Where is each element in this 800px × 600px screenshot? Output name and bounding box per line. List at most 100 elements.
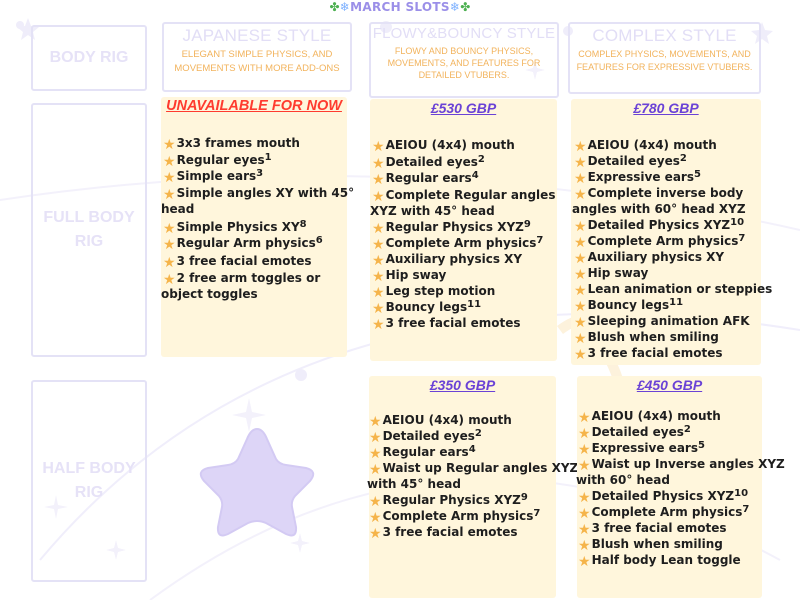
star-icon: ★ (372, 285, 385, 301)
star-icon: ★ (372, 301, 385, 317)
star-icon: ★ (372, 237, 385, 253)
feature-item: ★Detailed eyes2 (369, 428, 482, 446)
star-icon: ★ (372, 139, 385, 155)
feature-text: Detailed Physics XYZ (591, 489, 735, 503)
footnote-number: 11 (467, 299, 482, 310)
feature-item: ★Expressive ears5 (574, 169, 701, 187)
star-icon: ★ (574, 267, 587, 283)
star-icon: ★ (369, 526, 382, 542)
feature-item: ★Complete Arm physics7 (372, 235, 543, 253)
star-icon: ★ (578, 522, 591, 538)
star-icon: ★ (369, 510, 382, 526)
footnote-number: 6 (315, 235, 323, 246)
star-icon: ★ (163, 255, 176, 271)
star-icon: ★ (574, 331, 587, 347)
star-icon: ★ (578, 410, 591, 426)
feature-text: Lean animation or steppies (587, 282, 773, 296)
feature-text: Complete Arm physics (591, 505, 743, 519)
feature-text: Bouncy legs (587, 298, 670, 312)
style-title: COMPLEX STYLE (592, 26, 737, 45)
star-icon: ★ (163, 187, 176, 203)
feature-item: ★Simple Physics XY8 (163, 219, 307, 237)
style-description: ELEGANT SIMPLE PHYSICS, AND MOVEMENTS WI… (170, 48, 344, 76)
feature-item: ★Detailed eyes2 (574, 153, 687, 171)
star-icon: ★ (163, 237, 176, 253)
package-full-body-complex: £780 GBP ★AEIOU (4x4) mouth★Detailed eye… (571, 99, 772, 365)
feature-text: Waist up Regular angles XYZ (382, 461, 579, 475)
footnote-number: 7 (533, 508, 541, 519)
feature-text: 3 free facial emotes (176, 254, 312, 268)
row-label-body-rig: BODY RIG (31, 25, 147, 91)
feature-item: ★Expressive ears5 (578, 440, 705, 458)
feature-text: Simple angles XY with 45° (176, 186, 355, 200)
feature-text: 3 free facial emotes (385, 316, 521, 330)
price-label: UNAVAILABLE FOR NOW (166, 98, 342, 114)
feature-text: Detailed eyes (382, 429, 475, 443)
star-icon: ★ (372, 189, 385, 205)
star-icon: ★ (163, 137, 176, 153)
style-header-complex: COMPLEX STYLE COMPLEX PHYSICS, MOVEMENTS… (568, 22, 761, 94)
style-description-line: DETAILED VTUBERS. (418, 70, 510, 81)
footnote-number: 5 (697, 440, 705, 451)
feature-item: ★Blush when smiling (574, 329, 719, 347)
style-title: JAPANESE STYLE (182, 26, 332, 45)
star-icon: ★ (372, 221, 385, 237)
footnote-number: 3 (256, 168, 264, 179)
style-description-line: MOVEMENTS, AND FEATURES FOR (387, 58, 541, 69)
star-icon: ★ (369, 462, 382, 478)
footnote-number: 7 (742, 504, 750, 515)
price-label: £530 GBP (430, 100, 497, 116)
star-icon: ★ (574, 315, 587, 331)
star-icon: ★ (369, 430, 382, 446)
feature-item: ★Complete Arm physics7 (369, 508, 540, 526)
feature-text: Hip sway (587, 266, 649, 280)
feature-item: ★3 free facial emotes (163, 253, 312, 271)
star-icon: ★ (574, 347, 587, 363)
clover-icon: ✤ (460, 0, 471, 14)
footnote-number: 10 (734, 488, 749, 499)
feature-text: Regular Physics XYZ (385, 220, 524, 234)
feature-text: 3 free facial emotes (382, 525, 518, 539)
star-icon: ★ (578, 506, 591, 522)
style-description-line: COMPLEX PHYSICS, MOVEMENTS, AND (578, 49, 751, 59)
page-title-text: MARCH SLOTS (350, 0, 450, 14)
feature-text: Complete Arm physics (587, 234, 739, 248)
star-icon: ★ (372, 172, 385, 188)
feature-text: Detailed eyes (385, 155, 478, 169)
star-icon (199, 427, 315, 537)
row-label-full-body: FULL BODY RIG (31, 103, 147, 357)
feature-text: Simple Physics XY (176, 220, 300, 234)
style-description-line: MOVEMENTS WITH MORE ADD-ONS (174, 62, 340, 74)
style-description-line: FLOWY AND BOUNCY PHYSICS, (394, 46, 534, 56)
feature-text-continued: object toggles (161, 287, 258, 301)
footnote-number: 2 (477, 154, 485, 165)
feature-item: ★Blush when smiling (578, 536, 723, 554)
feature-text-continued: with 60° head (576, 473, 670, 487)
feature-item: ★AEIOU (4x4) mouth (578, 408, 721, 426)
star-icon: ★ (163, 272, 176, 288)
feature-text: Complete Arm physics (382, 509, 534, 523)
row-label-text: BODY RIG (49, 49, 129, 66)
star-icon: ★ (372, 156, 385, 172)
feature-item: ★Complete Arm physics7 (574, 233, 745, 251)
star-icon: ★ (574, 171, 587, 187)
row-label-text: RIG (74, 233, 104, 250)
page-title: ✤❄MARCH SLOTS❄✤ (0, 0, 800, 16)
feature-item: ★3 free facial emotes (369, 524, 518, 542)
row-label-text: RIG (74, 484, 104, 501)
footnote-number: 11 (669, 297, 684, 308)
snowflake-icon: ❄ (449, 0, 461, 14)
star-icon: ★ (574, 251, 587, 267)
feature-text: Complete inverse body (587, 186, 744, 200)
feature-text: Half body Lean toggle (591, 553, 741, 567)
feature-text: Expressive ears (591, 441, 698, 455)
star-icon: ★ (574, 219, 587, 235)
feature-item: ★3 free facial emotes (578, 520, 727, 538)
footnote-number: 9 (523, 219, 531, 230)
star-icon: ★ (372, 253, 385, 269)
feature-text-continued: with 45° head (367, 477, 461, 491)
feature-text: Regular ears (385, 171, 472, 185)
row-label-text: FULL BODY (43, 209, 135, 226)
feature-text: 2 free arm toggles or (176, 271, 321, 285)
